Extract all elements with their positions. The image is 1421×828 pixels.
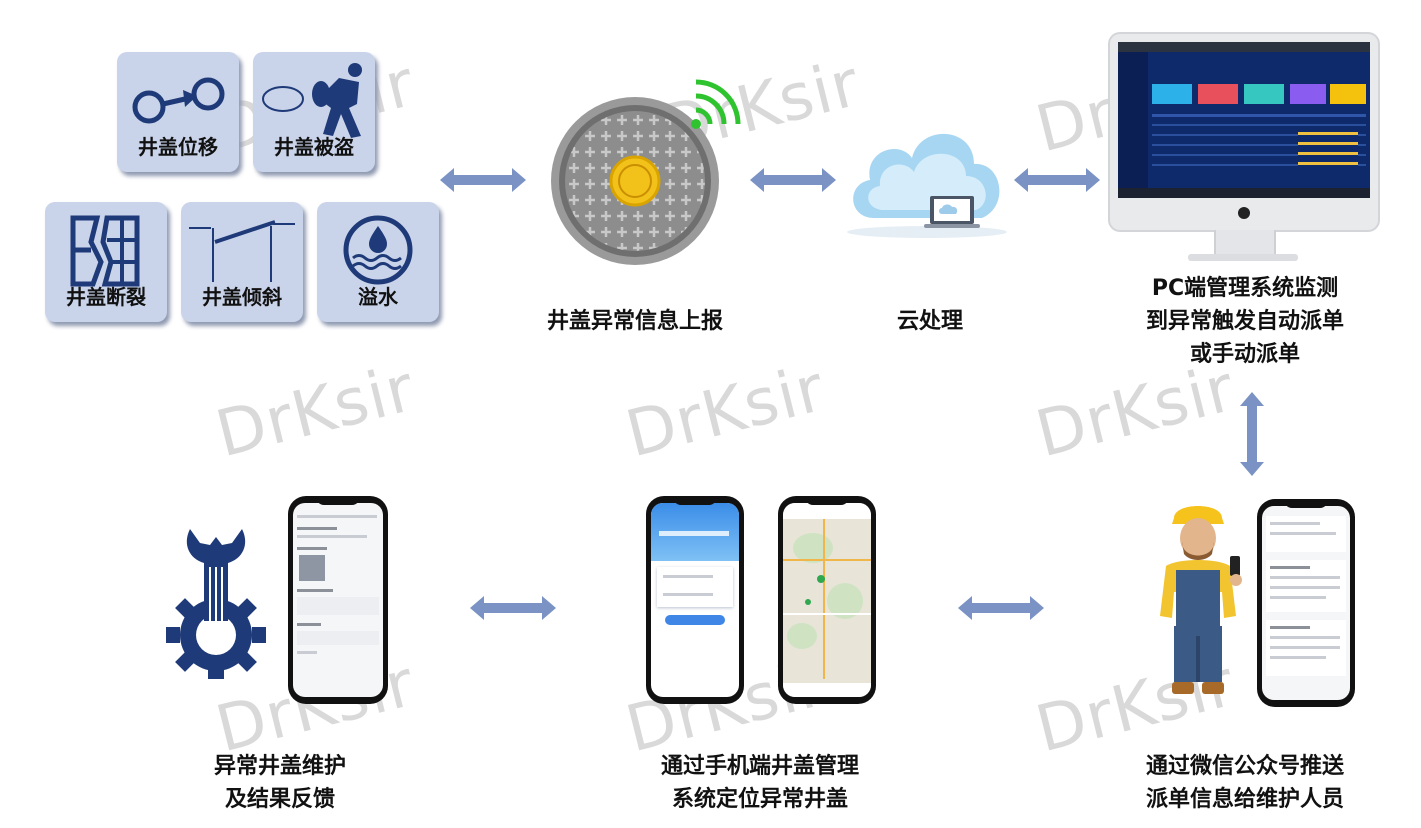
double-arrow bbox=[440, 168, 526, 192]
tile-displacement: 井盖位移 bbox=[117, 52, 239, 172]
tile-tilt: 井盖倾斜 bbox=[181, 202, 303, 322]
phone-map-screen bbox=[778, 496, 876, 704]
tile-theft: 井盖被盗 bbox=[253, 52, 375, 172]
caption-line: 及结果反馈 bbox=[224, 787, 335, 812]
tile-overflow: 溢水 bbox=[317, 202, 439, 322]
tile-label: 井盖倾斜 bbox=[202, 285, 282, 309]
caption-line: PC端管理系统监测 bbox=[1151, 276, 1339, 301]
map-pin-icon bbox=[805, 599, 811, 605]
tile-label: 井盖位移 bbox=[138, 135, 218, 159]
caption-wechat: 通过微信公众号推送 派单信息给维护人员 bbox=[1105, 750, 1385, 816]
displacement-icon bbox=[132, 77, 225, 124]
maintenance-worker-icon bbox=[1160, 506, 1242, 694]
watermark: DrKsir bbox=[209, 351, 422, 473]
fracture-icon bbox=[70, 215, 140, 287]
phone-wechat-notice bbox=[1257, 499, 1355, 707]
caption-mobile: 通过手机端井盖管理 系统定位异常井盖 bbox=[620, 750, 900, 816]
tile-label: 井盖被盗 bbox=[274, 135, 354, 159]
monitor-base bbox=[1188, 254, 1298, 261]
tile-label: 溢水 bbox=[358, 285, 398, 309]
manhole-cover-icon bbox=[551, 97, 719, 265]
phone-login-screen bbox=[646, 496, 744, 704]
caption-line: 系统定位异常井盖 bbox=[671, 787, 848, 812]
caption-cloud: 云处理 bbox=[896, 309, 963, 334]
caption-line: 或手动派单 bbox=[1189, 342, 1300, 367]
tile-label: 井盖断裂 bbox=[66, 285, 146, 309]
double-arrow bbox=[1014, 168, 1100, 192]
monitor-stand bbox=[1214, 230, 1276, 256]
caption-line: 派单信息给维护人员 bbox=[1145, 787, 1344, 812]
theft-icon bbox=[262, 63, 362, 138]
wireless-signal-icon bbox=[691, 79, 741, 129]
watermark: DrKsir bbox=[619, 351, 832, 473]
gear-wrench-icon bbox=[166, 529, 266, 679]
caption-line: 通过手机端井盖管理 bbox=[660, 754, 859, 779]
double-arrow bbox=[470, 596, 556, 620]
power-button-icon bbox=[1238, 207, 1250, 219]
pc-monitor bbox=[1110, 34, 1378, 230]
phone-feedback-form bbox=[288, 496, 388, 704]
caption-report: 井盖异常信息上报 bbox=[546, 309, 723, 334]
tilt-icon bbox=[189, 220, 295, 282]
double-arrow bbox=[958, 596, 1044, 620]
double-arrow bbox=[750, 168, 836, 192]
caption-line: 异常井盖维护 bbox=[213, 754, 346, 779]
tile-fracture: 井盖断裂 bbox=[45, 202, 167, 322]
caption-pc: PC端管理系统监测 到异常触发自动派单 或手动派单 bbox=[1100, 272, 1390, 371]
pc-screen bbox=[1118, 42, 1370, 198]
double-arrow-vertical bbox=[1240, 392, 1264, 476]
water-overflow-icon bbox=[343, 215, 413, 285]
caption-line: 到异常触发自动派单 bbox=[1145, 309, 1344, 334]
map-pin-icon bbox=[817, 575, 825, 583]
caption-line: 通过微信公众号推送 bbox=[1145, 754, 1344, 779]
caption-maintenance: 异常井盖维护 及结果反馈 bbox=[170, 750, 390, 816]
cloud-computing-icon bbox=[847, 133, 1007, 238]
